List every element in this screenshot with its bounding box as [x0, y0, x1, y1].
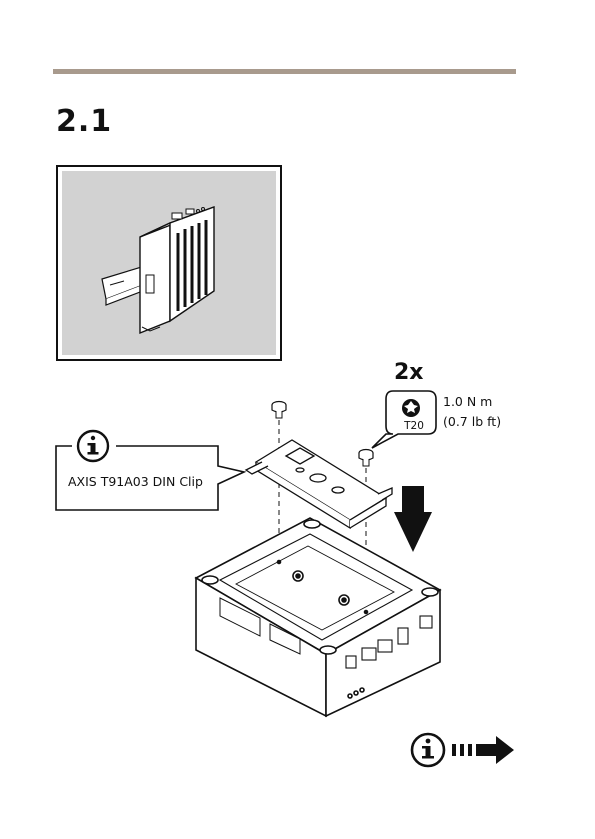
screw-icon: [272, 402, 286, 419]
torx-bit-label: T20: [396, 420, 432, 432]
info-icon: [78, 431, 108, 461]
next-page-arrow-icon: [452, 736, 514, 764]
screw-count: 2x: [394, 360, 424, 385]
device-illustration: [196, 518, 440, 716]
torque-lbft: (0.7 lb ft): [443, 414, 501, 429]
down-arrow-icon: [394, 486, 432, 552]
screw-icon: [359, 450, 373, 467]
torque-nm: 1.0 N m: [443, 394, 492, 409]
next-page-info-icon: [412, 734, 444, 766]
accessory-name: AXIS T91A03 DIN Clip: [68, 474, 203, 489]
